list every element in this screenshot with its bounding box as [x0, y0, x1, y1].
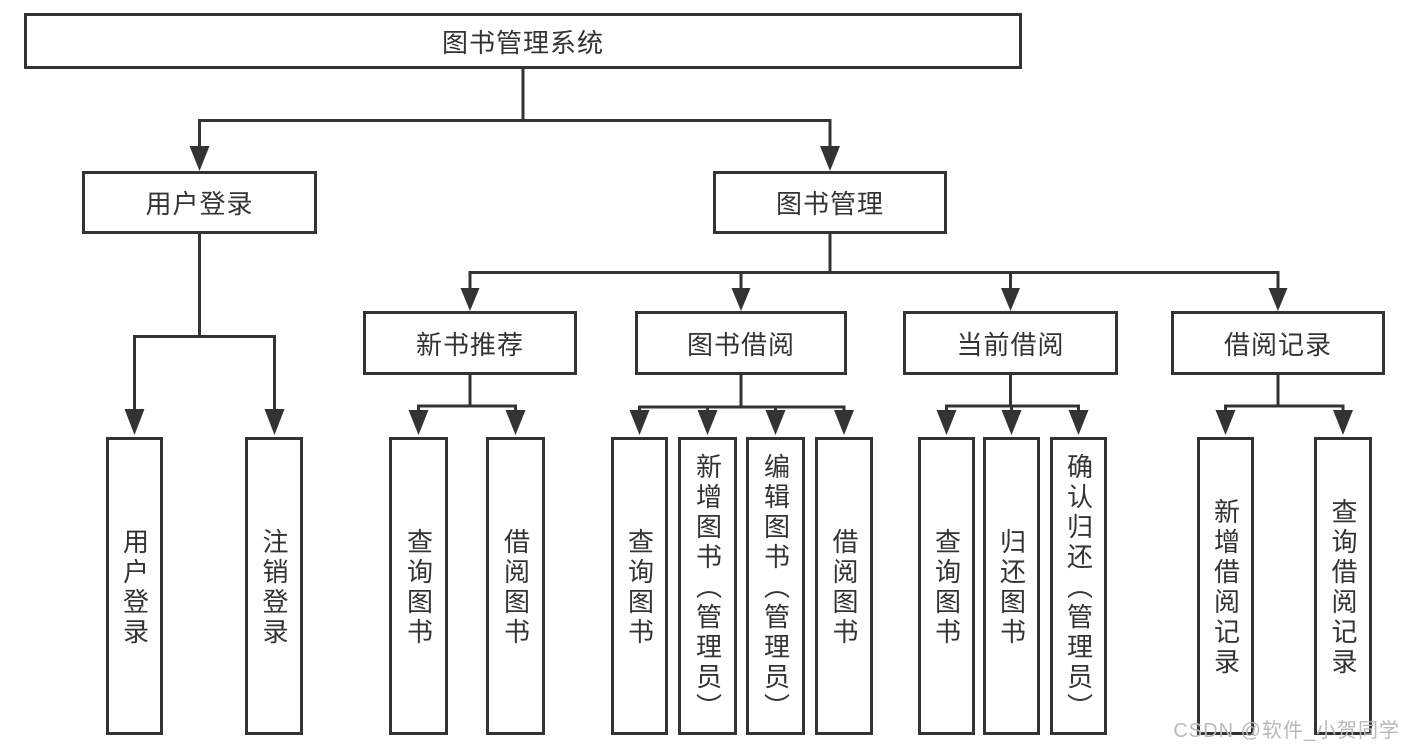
leaf-return-books: 归还图书 [983, 437, 1040, 735]
leaf-current-query-books-label: 查询图书 [931, 528, 962, 648]
leaf-borrow-query-books-label: 查询图书 [624, 528, 655, 648]
node-user-login: 用户登录 [82, 171, 317, 234]
leaf-query-borrow-record: 查询借阅记录 [1314, 437, 1372, 735]
watermark: CSDN @软件_小贺同学 [1173, 720, 1400, 742]
node-book-borrow: 图书借阅 [635, 311, 847, 375]
leaf-add-books-admin-label: 新增图书（管理员） [692, 453, 723, 723]
leaf-recommend-query-books-label: 查询图书 [403, 528, 434, 648]
leaf-borrow-books-label: 借阅图书 [829, 528, 859, 648]
leaf-recommend-query-books: 查询图书 [389, 437, 448, 735]
leaf-logout-label: 注销登录 [259, 528, 289, 648]
leaf-add-borrow-record-label: 新增借阅记录 [1210, 498, 1241, 678]
leaf-borrow-books: 借阅图书 [815, 437, 873, 735]
leaf-current-query-books: 查询图书 [918, 437, 975, 735]
node-current-borrow: 当前借阅 [903, 311, 1118, 375]
leaf-recommend-borrow-books: 借阅图书 [486, 437, 545, 735]
leaf-add-books-admin: 新增图书（管理员） [678, 437, 737, 735]
node-book-management: 图书管理 [713, 171, 947, 234]
leaf-recommend-borrow-books-label: 借阅图书 [500, 528, 531, 648]
leaf-user-login: 用户登录 [106, 437, 163, 735]
leaf-query-borrow-record-label: 查询借阅记录 [1328, 498, 1358, 678]
leaf-confirm-return-admin-label: 确认归还（管理员） [1063, 453, 1094, 723]
leaf-edit-books-admin: 编辑图书（管理员） [746, 437, 805, 735]
leaf-confirm-return-admin: 确认归还（管理员） [1050, 437, 1107, 735]
leaf-logout: 注销登录 [245, 437, 303, 735]
leaf-user-login-label: 用户登录 [119, 528, 150, 648]
leaf-borrow-query-books: 查询图书 [611, 437, 668, 735]
leaf-edit-books-admin-label: 编辑图书（管理员） [760, 453, 791, 723]
node-library-management-system: 图书管理系统 [24, 13, 1022, 69]
node-new-book-recommend: 新书推荐 [363, 311, 577, 375]
node-borrow-record: 借阅记录 [1171, 311, 1385, 375]
leaf-add-borrow-record: 新增借阅记录 [1197, 437, 1254, 735]
leaf-return-books-label: 归还图书 [996, 528, 1027, 648]
